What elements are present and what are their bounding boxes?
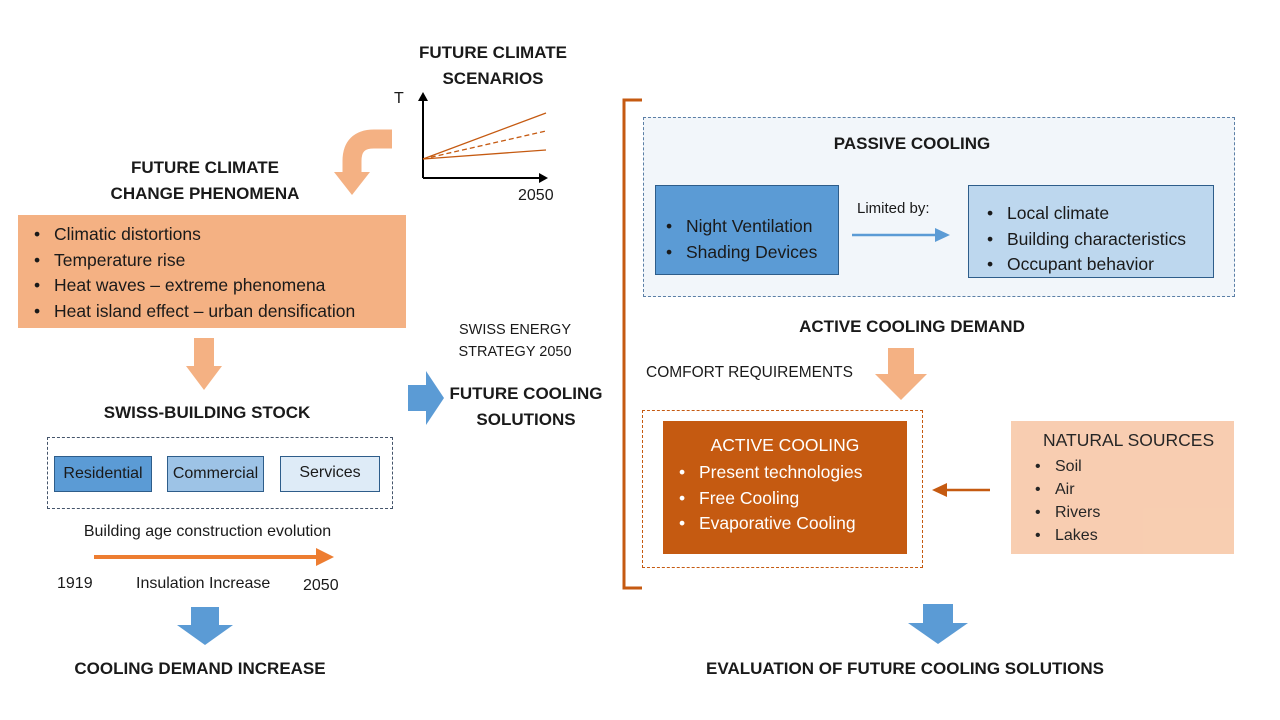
down-arrow-icon — [875, 348, 927, 400]
arrow-head — [426, 371, 444, 425]
limited-by-label: Limited by: — [857, 200, 930, 217]
arrow-head — [935, 228, 950, 242]
chart-x-axis-label: 2050 — [518, 187, 554, 204]
arrow-shaft — [888, 348, 914, 374]
building-stock-title: SWISS-BUILDING STOCK — [103, 403, 311, 422]
curved-arrow-icon — [334, 129, 392, 195]
grouping-bracket — [622, 98, 642, 590]
right-arrow-icon — [408, 371, 444, 425]
scenario-line-low — [422, 149, 547, 160]
building-stock-group — [47, 437, 393, 509]
arrow-shaft — [923, 604, 953, 623]
list-item: Local climate — [983, 201, 1213, 227]
list-item: Building characteristics — [983, 227, 1213, 253]
arrow-shaft — [408, 385, 426, 411]
list-item: Lakes — [1031, 524, 1234, 547]
list-item: Heat waves – extreme phenomena — [30, 273, 398, 299]
arrow-shaft — [191, 607, 219, 625]
natural-sources-box: NATURAL SOURCES Soil Air Rivers Lakes — [1011, 421, 1234, 554]
category-residential: Residential — [54, 456, 152, 492]
climate-scenarios-chart — [418, 92, 548, 183]
list-item: Occupant behavior — [983, 252, 1213, 278]
active-cooling-list: Present technologies Free Cooling Evapor… — [675, 460, 907, 537]
arrow-head — [875, 374, 927, 400]
list-item: Free Cooling — [675, 486, 907, 512]
evolution-arrow-icon — [94, 548, 334, 566]
left-arrow-icon — [932, 483, 990, 497]
down-arrow-icon — [908, 604, 968, 644]
cooling-demand-increase: COOLING DEMAND INCREASE — [74, 659, 326, 678]
chart-x-axis-arrowhead — [539, 173, 548, 183]
climate-scenarios-title: FUTURE CLIMATE SCENARIOS — [419, 43, 567, 88]
category-commercial: Commercial — [167, 456, 264, 492]
phenomena-title: FUTURE CLIMATE CHANGE PHENOMENA — [110, 158, 300, 203]
natural-sources-title: NATURAL SOURCES — [1043, 430, 1215, 450]
passive-strategies-list: Night Ventilation Shading Devices — [662, 213, 838, 265]
chart-y-axis-arrowhead — [418, 92, 428, 101]
list-item: Evaporative Cooling — [675, 511, 907, 537]
scenario-line-high — [422, 112, 547, 160]
scenario-line-mid — [422, 130, 547, 160]
passive-limits-box: Local climate Building characteristics O… — [968, 185, 1214, 278]
list-item: Temperature rise — [30, 248, 398, 274]
start-year: 1919 — [57, 575, 93, 592]
chart-y-axis-label: T — [394, 90, 404, 107]
bracket-line — [622, 98, 642, 590]
right-arrow-icon — [852, 228, 950, 242]
down-arrow-icon — [177, 607, 233, 645]
arrow-head — [932, 483, 947, 497]
curved-arrow-shaft — [342, 129, 392, 173]
list-item: Air — [1031, 478, 1234, 501]
arrow-head — [177, 625, 233, 645]
list-item: Heat island effect – urban densification — [30, 299, 398, 325]
natural-sources-list: Soil Air Rivers Lakes — [1031, 455, 1234, 547]
passive-cooling-title: PASSIVE COOLING — [833, 134, 991, 153]
list-item: Rivers — [1031, 501, 1234, 524]
phenomena-list: Climatic distortions Temperature rise He… — [30, 222, 398, 324]
list-item: Soil — [1031, 455, 1234, 478]
future-cooling-solutions: FUTURE COOLING SOLUTIONS — [449, 384, 603, 429]
active-cooling-group — [642, 410, 923, 568]
arrow-shaft — [194, 338, 214, 366]
list-item: Shading Devices — [662, 239, 838, 265]
arrow-head — [186, 366, 222, 390]
passive-strategies-box: Night Ventilation Shading Devices — [655, 185, 839, 275]
arrow-head — [908, 623, 968, 644]
active-cooling-demand: ACTIVE COOLING DEMAND — [799, 317, 1025, 336]
category-services: Services — [280, 456, 380, 492]
arrow-head — [316, 548, 334, 566]
active-cooling-box: ACTIVE COOLING Present technologies Free… — [663, 421, 907, 554]
comfort-requirements: COMFORT REQUIREMENTS — [646, 364, 853, 381]
active-cooling-title: ACTIVE COOLING — [710, 435, 860, 455]
list-item: Night Ventilation — [662, 213, 838, 239]
evolution-label: Building age construction evolution — [83, 523, 332, 540]
list-item: Present technologies — [675, 460, 907, 486]
down-arrow-icon — [186, 338, 222, 390]
evaluation-title: EVALUATION OF FUTURE COOLING SOLUTIONS — [706, 659, 1104, 678]
phenomena-box: Climatic distortions Temperature rise He… — [18, 215, 406, 328]
curved-arrow-head — [334, 172, 370, 195]
passive-limits-list: Local climate Building characteristics O… — [983, 201, 1213, 278]
insulation-label: Insulation Increase — [136, 575, 271, 592]
swiss-energy-strategy: SWISS ENERGY STRATEGY 2050 — [458, 322, 572, 360]
list-item: Climatic distortions — [30, 222, 398, 248]
end-year: 2050 — [303, 577, 339, 594]
